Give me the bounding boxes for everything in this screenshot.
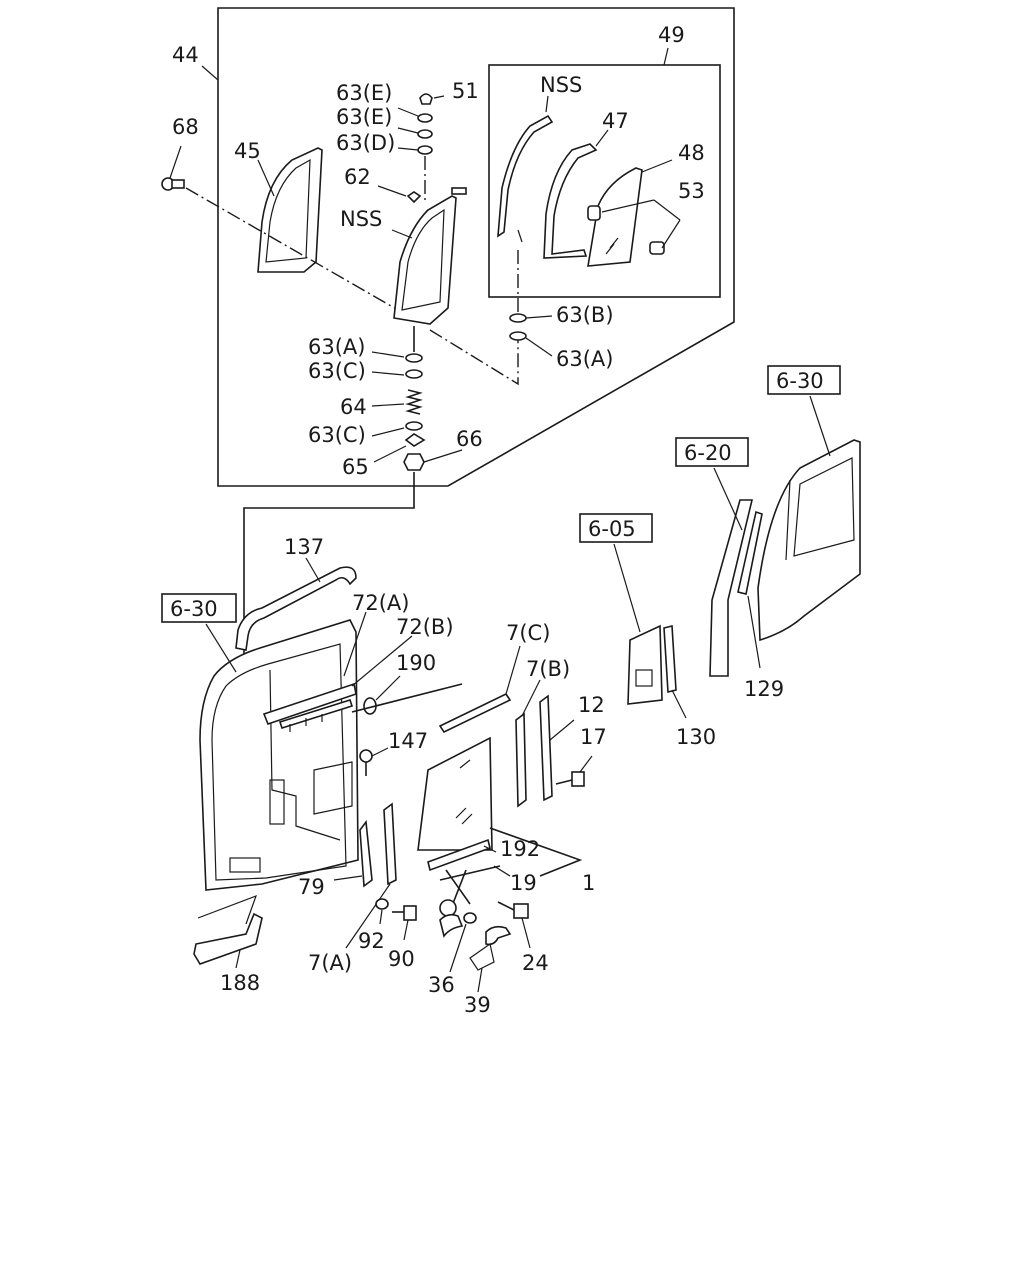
channel-12-part [539, 694, 553, 802]
label-63e-2: 63(E) [336, 105, 392, 129]
label-63c-1: 63(C) [308, 359, 366, 383]
door-panel-part [199, 619, 359, 891]
label-53: 53 [678, 179, 705, 203]
label-63b: 63(B) [556, 303, 614, 327]
label-45: 45 [234, 139, 261, 163]
label-190: 190 [396, 651, 436, 675]
label-36: 36 [428, 973, 455, 997]
bolt-24-part [497, 901, 529, 919]
regulator-part [427, 838, 501, 917]
label-48: 48 [678, 141, 705, 165]
label-72b: 72(B) [396, 615, 454, 639]
label-192: 192 [500, 837, 540, 861]
run-channel-72-part [262, 682, 357, 732]
pivot-washers-top [406, 93, 433, 204]
label-49: 49 [658, 23, 685, 47]
detail-frame-44 [217, 7, 735, 487]
label-147: 147 [388, 729, 428, 753]
label-17: 17 [580, 725, 607, 749]
door-glass-part [417, 736, 493, 851]
ref-6-30-left: 6-30 [170, 597, 218, 621]
label-47: 47 [602, 109, 629, 133]
label-130: 130 [676, 725, 716, 749]
vent-glass-48-part [587, 167, 643, 267]
label-92: 92 [358, 929, 385, 953]
glass-run-7c-part [438, 692, 512, 734]
door-outer-630-part [757, 439, 861, 642]
label-7c: 7(C) [506, 621, 550, 645]
label-72a: 72(A) [352, 591, 409, 615]
label-nss-top: NSS [540, 73, 582, 97]
label-24: 24 [522, 951, 549, 975]
washers-right [509, 313, 527, 341]
label-79: 79 [298, 875, 325, 899]
label-39: 39 [464, 993, 491, 1017]
label-137: 137 [284, 535, 324, 559]
detail-frame-49 [488, 64, 721, 298]
washer-92-part [375, 898, 389, 910]
vent-frame-seal-part [257, 147, 323, 273]
bolt-90-part [392, 905, 417, 921]
label-44: 44 [172, 43, 199, 67]
pillar-620-part [709, 499, 763, 677]
label-63a-left: 63(A) [308, 335, 365, 359]
label-90: 90 [388, 947, 415, 971]
pillar-605-part [627, 624, 677, 705]
label-63c-2: 63(C) [308, 423, 366, 447]
label-65: 65 [342, 455, 369, 479]
handle-36-part [439, 913, 464, 938]
label-129: 129 [744, 677, 784, 701]
label-63d: 63(D) [336, 131, 395, 155]
pivot-stack-bottom [403, 326, 426, 471]
ref-6-20: 6-20 [684, 441, 732, 465]
vent-seal-47-part [543, 143, 598, 259]
label-63e-1: 63(E) [336, 81, 392, 105]
bolt-17-part [555, 771, 585, 787]
ref-6-05: 6-05 [588, 517, 636, 541]
label-7b: 7(B) [526, 657, 570, 681]
clip-147-part [359, 749, 373, 776]
label-1: 1 [582, 871, 595, 895]
handle-39-part [469, 925, 512, 971]
label-7a: 7(A) [308, 951, 352, 975]
vent-frame-nss-part [393, 187, 467, 325]
glass-run-7b-part [515, 712, 527, 808]
screw-68-part [161, 177, 185, 191]
label-51: 51 [452, 79, 479, 103]
label-68: 68 [172, 115, 199, 139]
label-nss-mid: NSS [340, 207, 382, 231]
weatherstrip-137-part [235, 566, 357, 651]
sash-7a-part [383, 802, 397, 886]
sash-79-part [359, 819, 373, 888]
label-12: 12 [578, 693, 605, 717]
label-188: 188 [220, 971, 260, 995]
vent-seal-nss-part [497, 114, 554, 243]
label-19: 19 [510, 871, 537, 895]
label-66: 66 [456, 427, 483, 451]
label-63a-right: 63(A) [556, 347, 613, 371]
vent-clip-53-part [587, 205, 665, 255]
ref-6-30-right: 6-30 [776, 369, 824, 393]
label-64: 64 [340, 395, 367, 419]
label-62: 62 [344, 165, 371, 189]
trim-188-part [193, 894, 263, 965]
